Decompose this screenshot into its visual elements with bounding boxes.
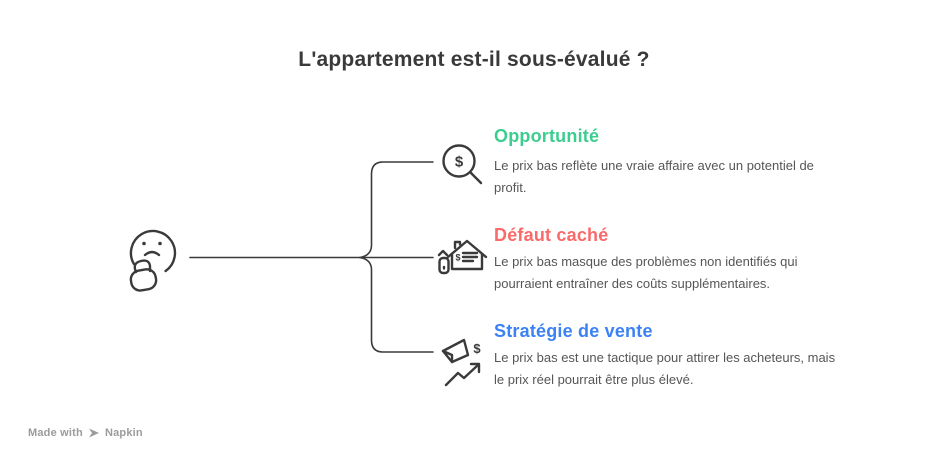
watermark-prefix: Made with [28, 427, 83, 439]
svg-text:$: $ [473, 341, 481, 356]
section-heading-opportunite: Opportunité [494, 126, 600, 146]
section-heading-strategie-vente: Stratégie de vente [494, 321, 653, 341]
page-title: L'appartement est-il sous-évalué ? [298, 48, 650, 71]
dollar-magnifier-icon: $ [442, 144, 483, 185]
svg-text:$: $ [455, 253, 460, 263]
section-body-opportunite: Le prix bas reflète une vraie affaire av… [494, 158, 814, 195]
section-body-strategie-vente: Le prix bas est une tactique pour attire… [494, 350, 836, 387]
svg-text:$: $ [455, 154, 464, 171]
house-inspection-icon: $ [437, 239, 488, 275]
megaphone-price-icon: $ [441, 338, 481, 387]
thinking-face-icon [129, 229, 177, 292]
section-body-defaut-cache: Le prix bas masque des problèmes non ide… [494, 254, 798, 291]
watermark-brand: Napkin [104, 427, 143, 439]
section-heading-defaut-cache: Défaut caché [494, 225, 609, 245]
pen-nib-icon [88, 428, 99, 438]
napkin-watermark[interactable]: Made with Napkin [28, 427, 143, 439]
